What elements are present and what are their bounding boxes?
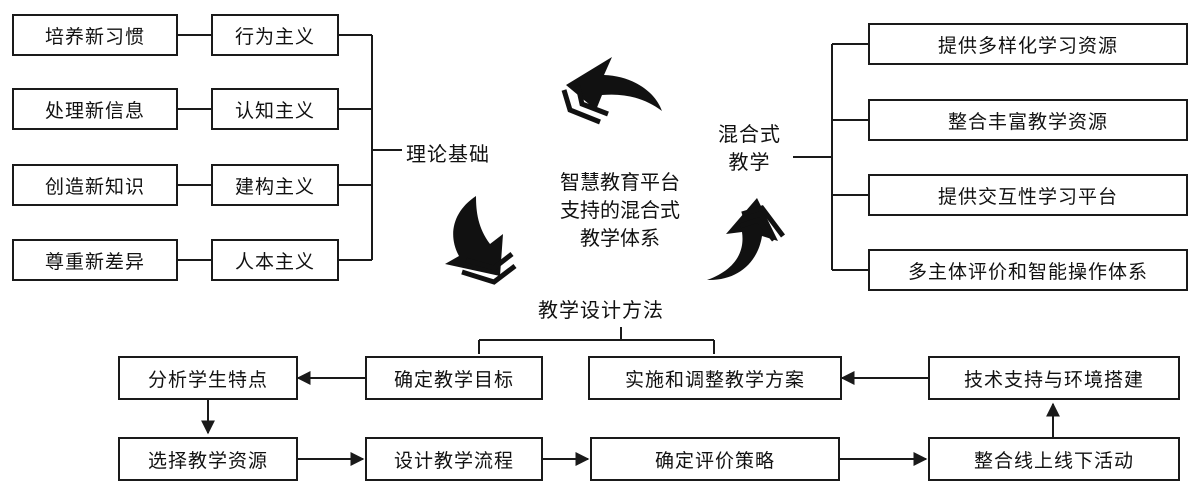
blended-item-box: 整合丰富教学资源 bbox=[868, 99, 1188, 141]
blended-item-box: 提供多样化学习资源 bbox=[868, 23, 1188, 65]
theory-goal-box: 处理新信息 bbox=[12, 88, 178, 130]
center-title-line: 支持的混合式 bbox=[560, 198, 680, 222]
cycle-arrow-left-icon bbox=[445, 196, 517, 285]
theory-school-box: 建构主义 bbox=[211, 164, 339, 206]
method-step-box: 实施和调整教学方案 bbox=[588, 356, 842, 400]
blended-label: 混合式 教学 bbox=[718, 120, 781, 176]
theory-school-box: 认知主义 bbox=[211, 88, 339, 130]
center-title-line: 教学体系 bbox=[580, 226, 660, 250]
blended-item-box: 多主体评价和智能操作体系 bbox=[868, 249, 1188, 291]
theory-label: 理论基础 bbox=[406, 142, 490, 166]
blended-label-line: 混合式 bbox=[718, 122, 781, 146]
blended-item-box: 提供交互性学习平台 bbox=[868, 174, 1188, 216]
theory-school-box: 人本主义 bbox=[211, 239, 339, 281]
cycle-arrow-top-icon bbox=[561, 57, 662, 125]
method-step-box: 整合线上线下活动 bbox=[928, 437, 1180, 481]
blended-label-line: 教学 bbox=[728, 150, 771, 174]
theory-goal-box: 创造新知识 bbox=[12, 164, 178, 206]
theory-school-box: 行为主义 bbox=[211, 14, 339, 56]
method-step-box: 确定评价策略 bbox=[590, 437, 840, 481]
method-step-box: 技术支持与环境搭建 bbox=[928, 356, 1180, 400]
center-title-line: 智慧教育平台 bbox=[560, 170, 680, 194]
center-title: 智慧教育平台 支持的混合式 教学体系 bbox=[530, 168, 710, 252]
theory-goal-box: 培养新习惯 bbox=[12, 14, 178, 56]
method-label: 教学设计方法 bbox=[538, 298, 664, 322]
cycle-arrow-right-icon bbox=[707, 198, 785, 281]
theory-goal-box: 尊重新差异 bbox=[12, 239, 178, 281]
method-step-box: 确定教学目标 bbox=[365, 356, 543, 400]
method-step-box: 选择教学资源 bbox=[118, 437, 298, 481]
method-step-box: 设计教学流程 bbox=[365, 437, 543, 481]
method-step-box: 分析学生特点 bbox=[118, 356, 298, 400]
